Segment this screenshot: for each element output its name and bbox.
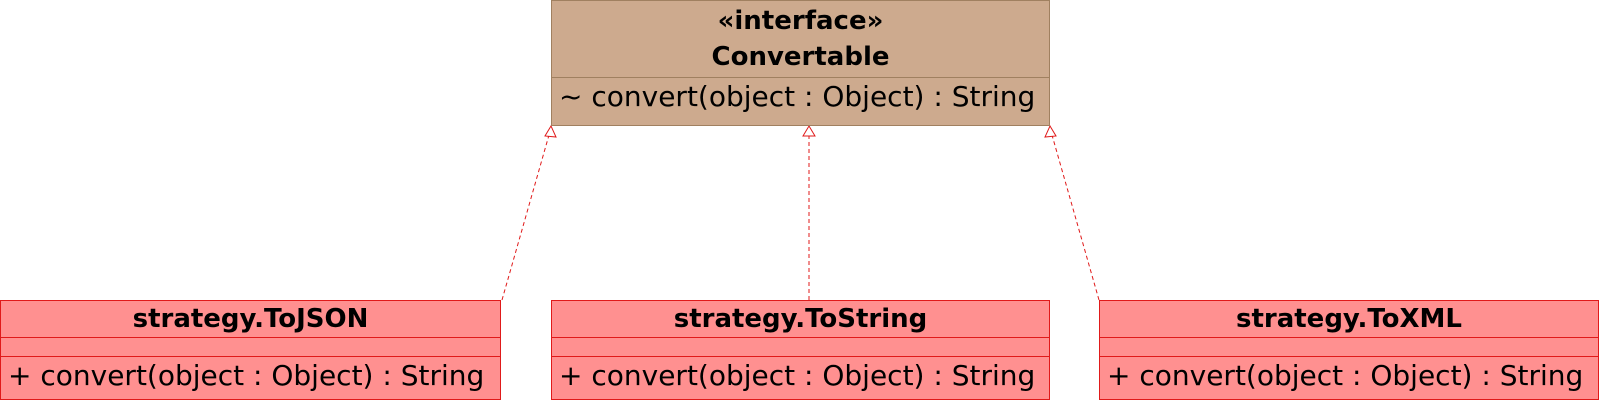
class-attributes	[1, 338, 500, 356]
class-divider	[552, 337, 1049, 338]
class-name: strategy.ToJSON	[132, 304, 369, 334]
class-divider	[552, 356, 1049, 357]
interface-header: «interface» Convertable	[552, 1, 1049, 77]
class-operation: + convert(object : Object) : String	[1107, 359, 1584, 392]
class-divider	[1, 337, 500, 338]
class-divider	[1100, 337, 1598, 338]
class-name: strategy.ToXML	[1235, 304, 1462, 334]
class-divider	[1100, 356, 1598, 357]
realization-toxml	[1044, 124, 1100, 301]
class-toxml[interactable]: strategy.ToXML + convert(object : Object…	[1099, 300, 1599, 400]
interface-operation: ~ convert(object : Object) : String	[559, 80, 1036, 113]
interface-stereotype: «interface»	[717, 6, 884, 36]
interface-name: Convertable	[711, 42, 890, 72]
class-divider	[1, 356, 500, 357]
class-name: strategy.ToString	[673, 304, 928, 334]
class-attributes	[1100, 338, 1598, 356]
class-tojson[interactable]: strategy.ToJSON + convert(object : Objec…	[0, 300, 501, 400]
class-attributes	[552, 338, 1049, 356]
interface-convertable[interactable]: «interface» Convertable ~ convert(object…	[551, 0, 1050, 126]
interface-divider	[552, 77, 1049, 78]
class-operation: + convert(object : Object) : String	[559, 359, 1036, 392]
realization-tostring	[802, 125, 816, 300]
realization-tojson	[501, 124, 557, 301]
class-operation: + convert(object : Object) : String	[8, 359, 485, 392]
class-tostring[interactable]: strategy.ToString + convert(object : Obj…	[551, 300, 1050, 400]
